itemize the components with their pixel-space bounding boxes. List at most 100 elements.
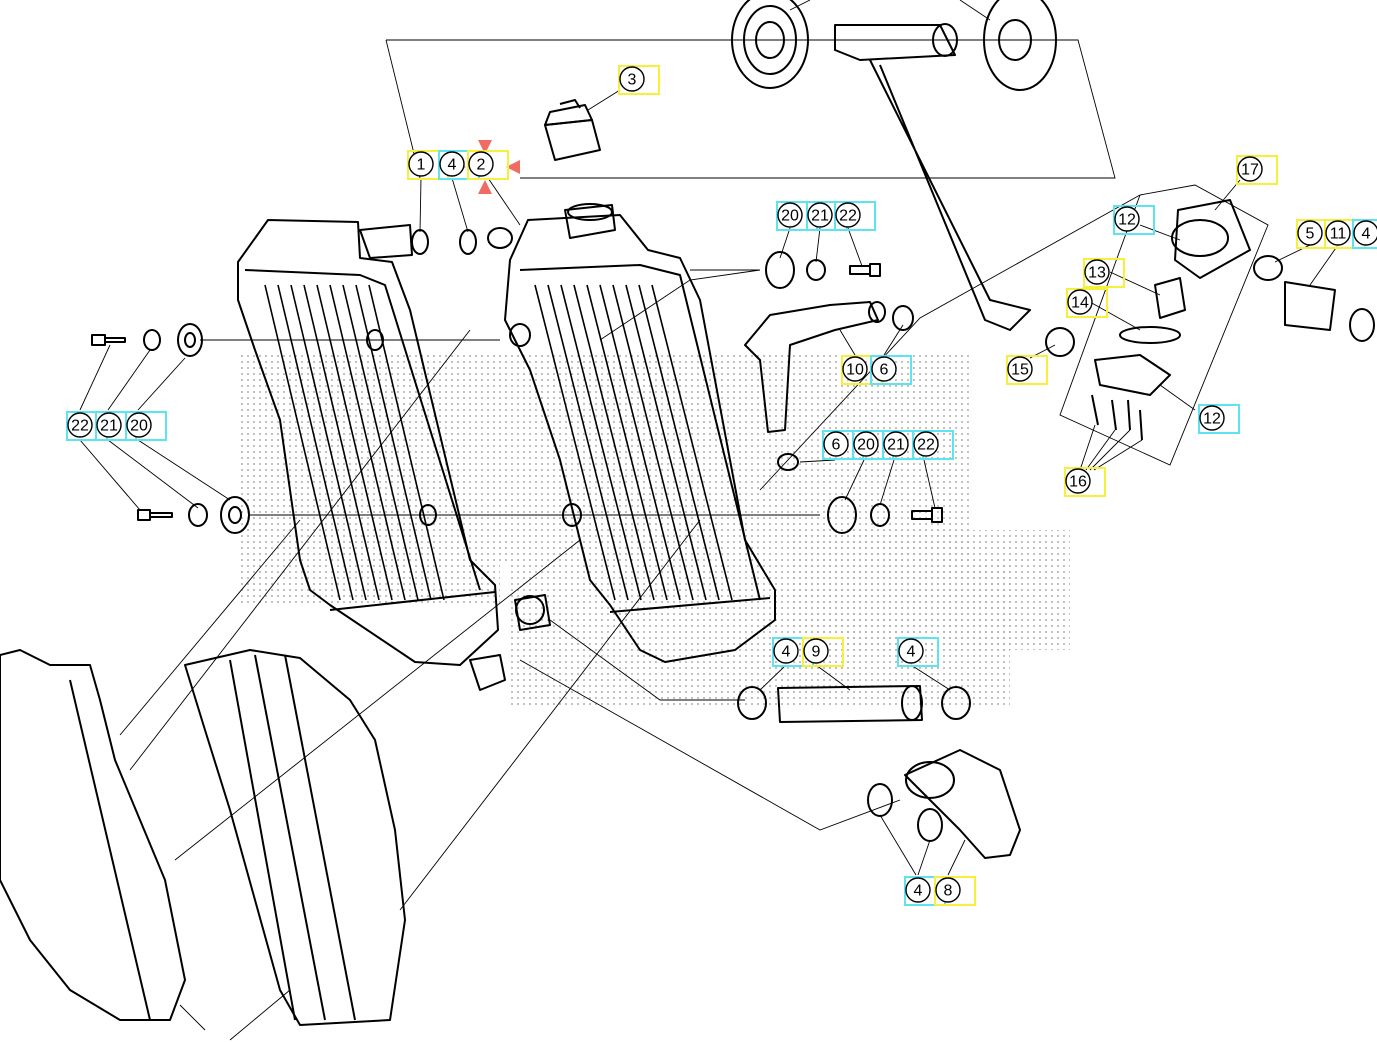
callout-label: 4 [914, 883, 923, 900]
callout-circle [96, 412, 122, 438]
callout-label: 3 [628, 72, 637, 89]
callout-circle [883, 431, 909, 457]
callout-label: 16 [1069, 474, 1087, 491]
callout-circle [853, 431, 879, 457]
filler-cap [544, 99, 601, 161]
callout-circle [871, 356, 897, 382]
callout-14[interactable]: 14 [1066, 288, 1108, 318]
right-radiator-fins [534, 284, 733, 601]
callout-4[interactable]: 4 [438, 150, 480, 180]
callout-circle [1084, 259, 1110, 285]
callout-3[interactable]: 3 [618, 65, 660, 95]
callout-17[interactable]: 17 [1236, 155, 1278, 185]
callout-label: 6 [880, 362, 889, 379]
callout-22[interactable]: 22 [912, 430, 954, 460]
callout-1[interactable]: 1 [407, 150, 449, 180]
callout-circle [468, 151, 494, 177]
callout-6[interactable]: 6 [870, 355, 912, 385]
watermark [240, 355, 1070, 705]
callout-label: 4 [448, 157, 457, 174]
callout-label: 20 [781, 208, 799, 225]
callout-label: 4 [1362, 226, 1371, 243]
callout-circle [1297, 220, 1323, 246]
callout-label: 20 [857, 437, 875, 454]
fasteners [91, 251, 943, 534]
callout-2[interactable]: 2 [467, 150, 509, 180]
callout-highlight [1006, 355, 1048, 385]
thermostat-housing [1045, 184, 1375, 466]
callout-label: 6 [832, 437, 841, 454]
callout-label: 8 [944, 883, 953, 900]
callout-highlight [934, 876, 976, 906]
callout-13[interactable]: 13 [1083, 258, 1125, 288]
callout-circle [935, 877, 961, 903]
callout-12[interactable]: 12 [1113, 205, 1155, 235]
callout-highlight [912, 430, 954, 460]
callout-20[interactable]: 20 [776, 201, 818, 231]
callout-20[interactable]: 20 [125, 411, 167, 441]
callout-4[interactable]: 4 [897, 637, 939, 667]
callout-4[interactable]: 4 [1352, 219, 1377, 249]
callout-circle [803, 638, 829, 664]
callout-circle [823, 431, 849, 457]
callout-circle [1067, 289, 1093, 315]
callout-highlight [1236, 155, 1278, 185]
callout-circle [1199, 405, 1225, 431]
callout-circle [67, 412, 93, 438]
callout-circle [913, 431, 939, 457]
callout-highlight [618, 65, 660, 95]
callout-12[interactable]: 12 [1198, 404, 1240, 434]
callout-highlight [125, 411, 167, 441]
callout-circle [773, 638, 799, 664]
callout-22[interactable]: 22 [834, 201, 876, 231]
callout-circle [1325, 220, 1351, 246]
callout-label: 14 [1071, 295, 1089, 312]
callout-circle [777, 202, 803, 228]
callout-circle [619, 66, 645, 92]
callout-20[interactable]: 20 [852, 430, 894, 460]
callout-circle [1353, 220, 1377, 246]
callout-16[interactable]: 16 [1064, 467, 1106, 497]
left-radiator-fins [264, 284, 445, 601]
callout-label: 12 [1203, 411, 1221, 428]
callout-22[interactable]: 22 [66, 411, 108, 441]
callout-8[interactable]: 8 [934, 876, 976, 906]
callout-highlight [1083, 258, 1125, 288]
callout-circle [842, 356, 868, 382]
callout-circle [807, 202, 833, 228]
callout-label: 9 [812, 644, 821, 661]
callout-circle [439, 151, 465, 177]
callout-label: 13 [1088, 265, 1106, 282]
callout-highlight [1198, 404, 1240, 434]
callout-circle [1237, 156, 1263, 182]
radiator-shrouds [0, 649, 406, 1026]
callout-4[interactable]: 4 [904, 876, 946, 906]
callout-9[interactable]: 9 [802, 637, 844, 667]
callout-circle [898, 638, 924, 664]
callout-circle [905, 877, 931, 903]
callout-label: 21 [100, 418, 118, 435]
callout-circle [835, 202, 861, 228]
callout-circle [1065, 468, 1091, 494]
callout-highlight [467, 150, 509, 180]
callout-circle [408, 151, 434, 177]
callout-label: 22 [839, 208, 857, 225]
callout-circle [1007, 356, 1033, 382]
callout-label: 11 [1330, 226, 1347, 243]
callout-circle [126, 412, 152, 438]
callout-15[interactable]: 15 [1006, 355, 1048, 385]
callout-highlight [802, 637, 844, 667]
callout-label: 10 [846, 362, 864, 379]
callout-label: 22 [917, 437, 935, 454]
callout-highlight [897, 637, 939, 667]
callout-label: 12 [1118, 212, 1136, 229]
top-housing-parts [731, 0, 1057, 331]
callout-highlight [834, 201, 876, 231]
callout-label: 4 [782, 644, 791, 661]
callout-label: 2 [477, 157, 486, 174]
callout-label: 21 [887, 437, 905, 454]
callout-highlight [1352, 219, 1377, 249]
callout-label: 15 [1011, 362, 1029, 379]
callout-11[interactable]: 11 [1324, 219, 1366, 249]
